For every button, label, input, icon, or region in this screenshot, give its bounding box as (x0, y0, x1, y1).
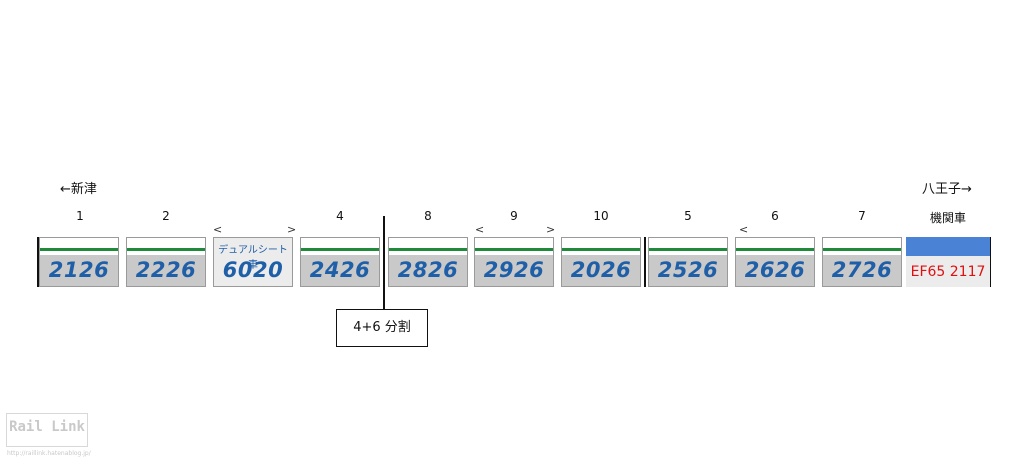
bracket-mark-left: < (739, 223, 749, 236)
bracket-mark-left: < (213, 223, 223, 236)
bracket-mark-right: > (546, 223, 556, 236)
car-position-label: 9 (510, 209, 518, 223)
watermark-logo: Rail Link http://raillink.hatenablog.jp/ (6, 413, 91, 457)
train-car: 2026 (561, 237, 641, 287)
watermark-title: Rail Link (9, 419, 85, 435)
car-position-label: 10 (593, 209, 609, 223)
train-car: 2126 (39, 237, 119, 287)
car-number: 2726 (831, 258, 893, 282)
car-number: 2526 (657, 258, 719, 282)
formation-end-bar (37, 237, 39, 287)
train-car: 2226 (126, 237, 206, 287)
locomotive-number: EF65 2117 (910, 264, 986, 280)
split-line (383, 216, 385, 309)
dual-seat-note: デュアルシート車 (218, 245, 288, 271)
car-number: 2826 (397, 258, 459, 282)
train-car: 2526 (648, 237, 728, 287)
formation-end-bar (989, 237, 991, 287)
split-label: 4+6 分割 (353, 320, 411, 335)
car-number: 2426 (309, 258, 371, 282)
car-position-label: 2 (162, 209, 170, 223)
direction-left: ←新津 (60, 182, 97, 197)
locomotive: EF65 2117 (906, 237, 990, 287)
train-car: 2626 (735, 237, 815, 287)
car-position-label: 6 (771, 209, 779, 223)
car-number: 2626 (744, 258, 806, 282)
car-number: 2926 (483, 258, 545, 282)
direction-right: 八王子→ (922, 182, 972, 197)
train-car: 2826 (388, 237, 468, 287)
bracket-mark-right: > (287, 223, 297, 236)
car-position-label: 8 (424, 209, 432, 223)
car-position-label: 5 (684, 209, 692, 223)
car-position-label: 1 (76, 209, 84, 223)
dual-seat-car: デュアルシート車 6020 (213, 237, 293, 287)
car-number: 6020 (222, 258, 284, 282)
train-car: 2726 (822, 237, 902, 287)
bracket-mark-left: < (475, 223, 485, 236)
train-car: 2426 (300, 237, 380, 287)
split-label-box: 4+6 分割 (336, 309, 428, 347)
car-number: 2126 (48, 258, 110, 282)
watermark-url: http://raillink.hatenablog.jp/ (7, 450, 91, 457)
car-number: 2026 (570, 258, 632, 282)
train-car: 2926 (474, 237, 554, 287)
car-position-label: 4 (336, 209, 344, 223)
car-position-label: 7 (858, 209, 866, 223)
coupling-bar (644, 237, 646, 287)
locomotive-label: 機関車 (929, 211, 966, 225)
car-number: 2226 (135, 258, 197, 282)
